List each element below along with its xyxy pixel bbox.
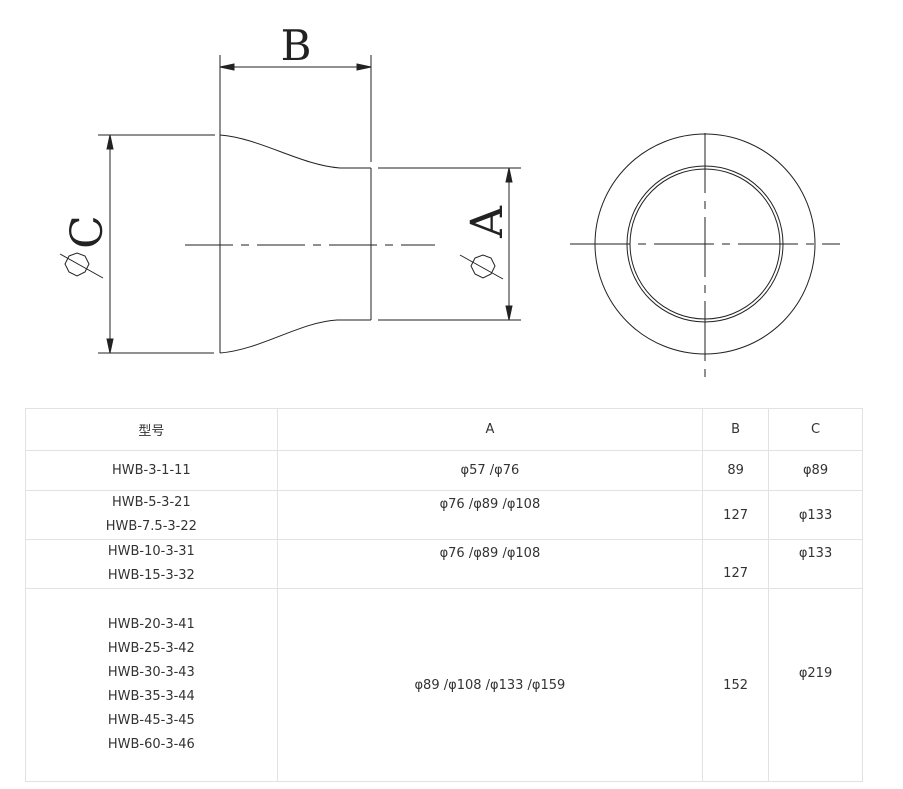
table-row: HWB-10-3-31 HWB-15-3-32 φ76 /φ89 /φ108 1… xyxy=(25,539,863,589)
header-c: C xyxy=(768,408,863,451)
b-cell: 127 xyxy=(702,539,770,589)
table-header-row: 型号 A B C xyxy=(25,408,863,451)
reducer-technical-drawing: B C A xyxy=(59,21,840,378)
a-cell: φ76 /φ89 /φ108 xyxy=(276,539,704,589)
diameter-symbol-icon xyxy=(59,252,104,279)
model-cell: HWB-5-3-21 HWB-7.5-3-22 xyxy=(25,490,278,540)
b-cell: 127 xyxy=(702,490,770,540)
table-row: HWB-3-1-11 φ57 /φ76 89 φ89 xyxy=(25,450,863,491)
side-view: B C A xyxy=(59,21,521,354)
a-cell: φ76 /φ89 /φ108 xyxy=(276,490,704,540)
c-cell: φ133 xyxy=(768,539,863,589)
model: HWB-35-3-44 xyxy=(107,689,195,704)
c-cell: φ89 xyxy=(768,450,863,491)
model: HWB-45-3-45 xyxy=(107,713,195,728)
c-cell: φ133 xyxy=(768,490,863,540)
model: HWB-60-3-46 xyxy=(107,737,195,752)
label-a: A xyxy=(462,205,513,239)
header-b: B xyxy=(702,408,770,451)
a-cell: φ89 /φ108 /φ133 /φ159 xyxy=(276,588,704,782)
b-cell: 89 xyxy=(702,450,770,491)
a-cell: φ57 /φ76 xyxy=(276,450,704,491)
model: HWB-7.5-3-22 xyxy=(105,519,197,534)
header-model: 型号 xyxy=(25,408,278,451)
model: HWB-3-1-11 xyxy=(111,463,191,478)
model: HWB-30-3-43 xyxy=(107,665,195,680)
model-cell: HWB-10-3-31 HWB-15-3-32 xyxy=(25,539,278,589)
model: HWB-20-3-41 xyxy=(107,617,195,632)
spec-table: 型号 A B C HWB-3-1-11 φ57 /φ76 89 φ89 HWB-… xyxy=(25,408,863,782)
end-view xyxy=(570,133,840,378)
label-b: B xyxy=(281,21,312,70)
b-cell: 152 xyxy=(702,588,770,782)
model: HWB-5-3-21 xyxy=(111,495,191,510)
model: HWB-25-3-42 xyxy=(107,641,195,656)
model: HWB-15-3-32 xyxy=(107,568,195,583)
model-cell: HWB-20-3-41 HWB-25-3-42 HWB-30-3-43 HWB-… xyxy=(25,588,278,782)
table-row: HWB-20-3-41 HWB-25-3-42 HWB-30-3-43 HWB-… xyxy=(25,588,863,782)
table-row: HWB-5-3-21 HWB-7.5-3-22 φ76 /φ89 /φ108 1… xyxy=(25,490,863,540)
model: HWB-10-3-31 xyxy=(107,544,195,559)
model-cell: HWB-3-1-11 xyxy=(25,450,278,491)
c-cell: φ219 xyxy=(768,588,863,782)
diameter-symbol-icon xyxy=(459,254,504,280)
header-a: A xyxy=(276,408,704,451)
label-c: C xyxy=(62,215,113,249)
